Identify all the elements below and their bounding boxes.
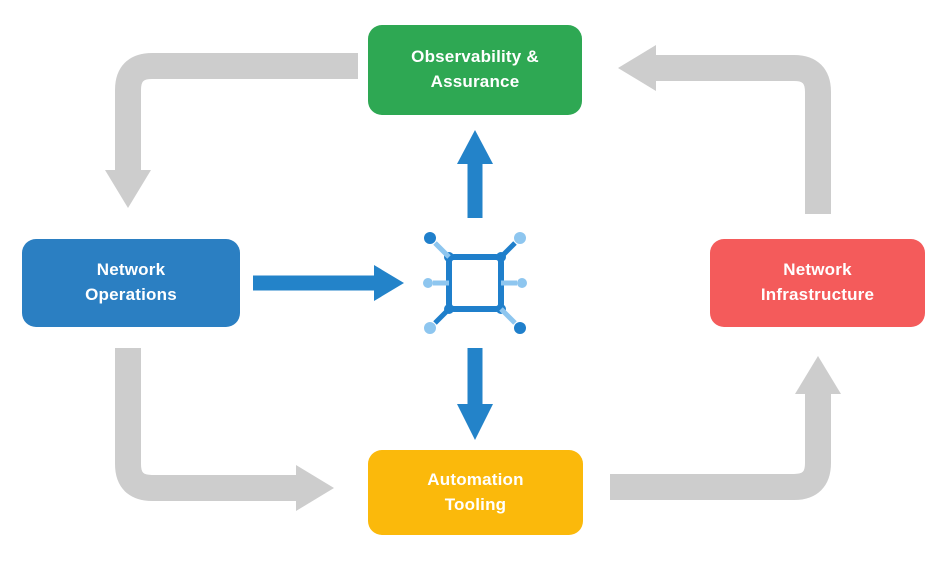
arrow-shaft: [610, 392, 831, 500]
icon-connector: [499, 307, 517, 325]
arrow-shaft: [654, 55, 831, 214]
node-label-line: Assurance: [430, 72, 520, 91]
arrow-center-to-tooling: [457, 348, 493, 440]
node-label-line: Tooling: [444, 494, 507, 514]
arrow-head: [105, 170, 151, 208]
icon-endpoint: [514, 232, 526, 244]
node-network-infrastructure: Network Infrastructure: [710, 239, 925, 327]
icon-endpoint: [424, 322, 436, 334]
icon-endpoint: [424, 232, 436, 244]
icon-connector: [433, 307, 451, 325]
icon-frame: [446, 254, 504, 312]
node-label-line: Observability &: [411, 47, 539, 67]
node-label-line: Network: [783, 260, 852, 280]
arrow-head: [374, 265, 404, 301]
node-network-operations: Network Operations: [22, 239, 240, 327]
arrow-operations-to-tooling: [115, 348, 334, 511]
arrow-head: [457, 404, 493, 440]
icon-endpoint: [514, 322, 526, 334]
arrow-head: [296, 465, 334, 511]
arrow-head: [457, 130, 493, 164]
node-label-line: Automation: [427, 469, 524, 489]
node-observability-assurance: Observability & Assurance: [368, 25, 582, 115]
icon-endpoint: [423, 278, 433, 288]
icon-endpoint: [517, 278, 527, 288]
arrow-tooling-to-infrastructure: [610, 356, 841, 500]
network-platform-icon: [423, 232, 527, 334]
node-label-line: Operations: [85, 285, 177, 304]
node-label-line: Infrastructure: [760, 285, 875, 304]
node-automation-tooling: Automation Tooling: [368, 450, 583, 535]
icon-connector: [433, 241, 451, 259]
arrow-infrastructure-to-observability: [618, 45, 831, 214]
arrow-center-to-observability: [457, 130, 493, 218]
node-label-line: Network: [96, 260, 166, 280]
arrow-shaft: [115, 53, 358, 172]
arrow-head: [618, 45, 656, 91]
icon-connector: [499, 241, 517, 259]
arrow-head: [795, 356, 841, 394]
arrow-operations-to-center: [253, 265, 404, 301]
arrow-shaft: [115, 348, 298, 501]
arrow-observability-to-operations: [105, 53, 358, 208]
